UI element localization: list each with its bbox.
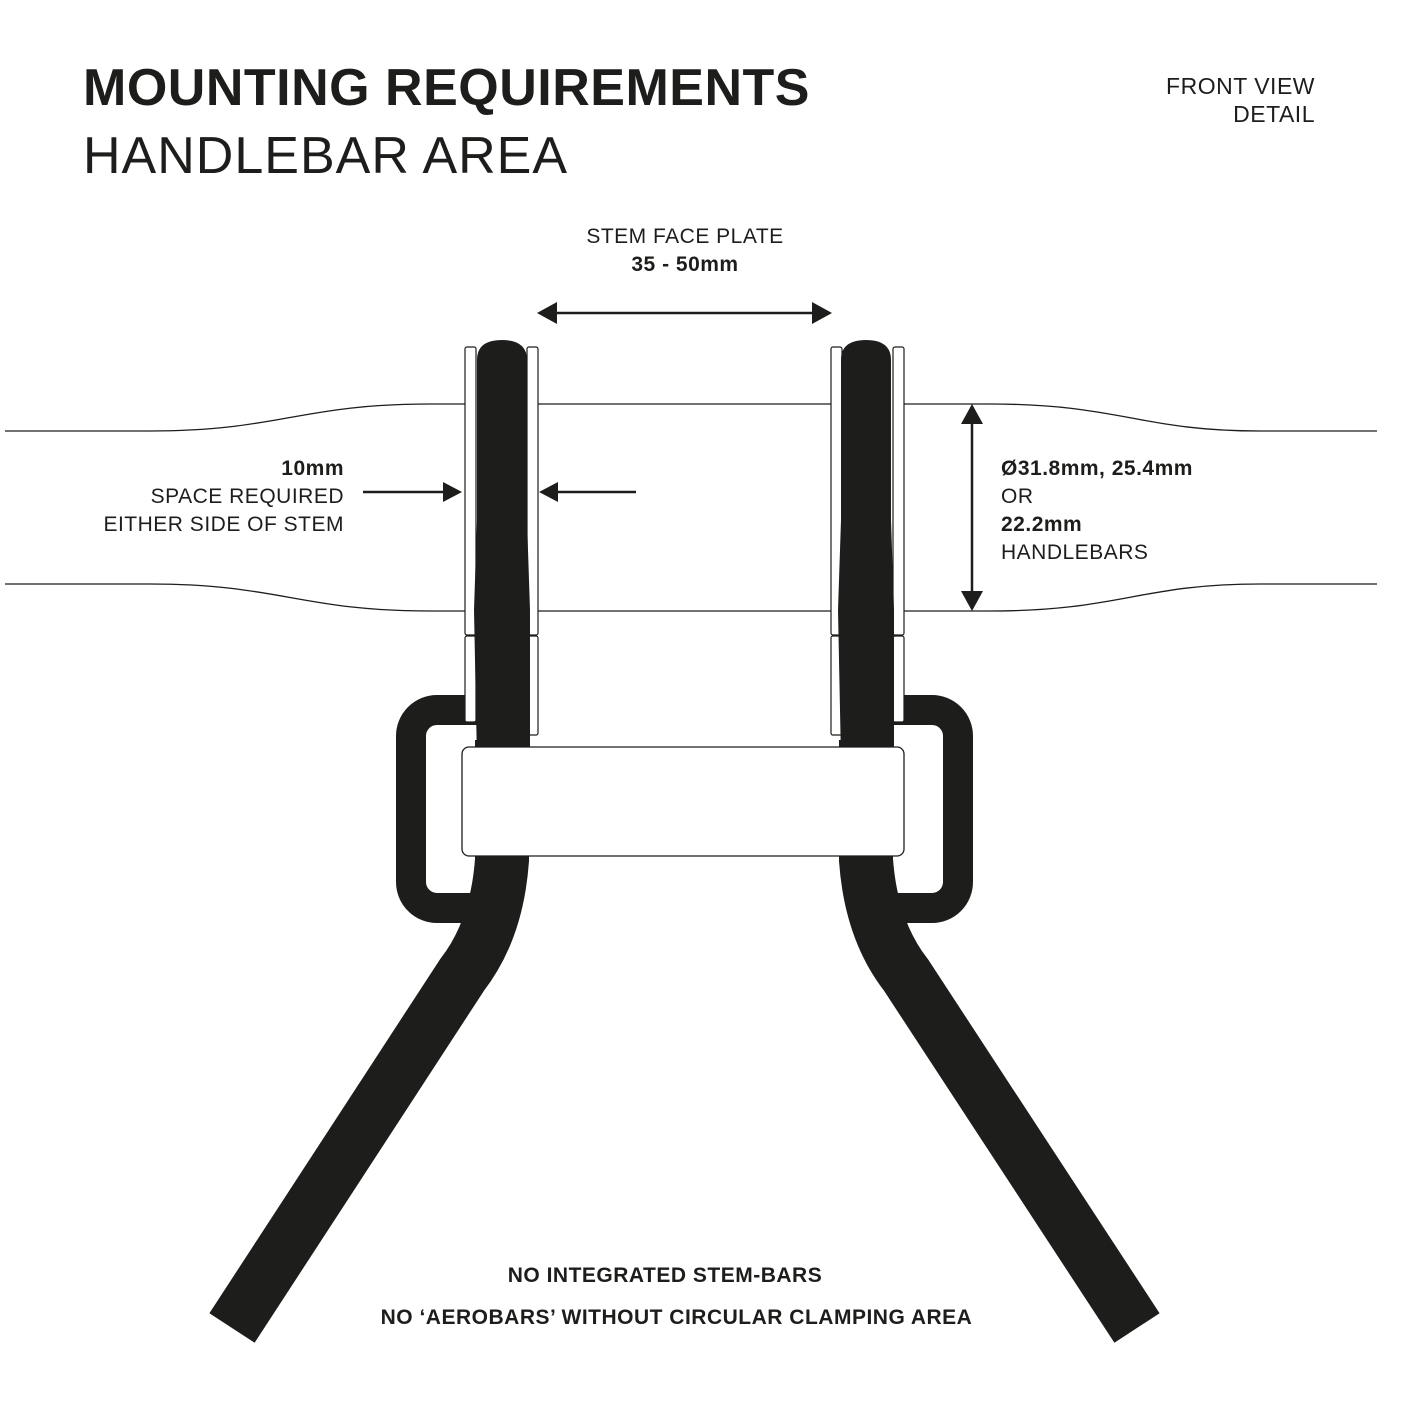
page-subtitle: HANDLEBAR AREA: [83, 127, 569, 185]
spacing-value: 10mm: [281, 457, 344, 480]
handlebar-top-edge: [5, 403, 1377, 432]
right-stem-arm: [839, 740, 1160, 1343]
right-stem: [838, 340, 894, 760]
right-outer-spacer: [892, 346, 905, 636]
face-plate-value: 35 - 50mm: [631, 253, 739, 276]
note-aerobars: NO ‘AEROBARS’ WITHOUT CIRCULAR CLAMPING …: [380, 1306, 973, 1329]
handlebar-size-line3: 22.2mm: [1001, 513, 1083, 536]
left-outer-spacer: [464, 346, 477, 636]
spacing-line2: EITHER SIDE OF STEM: [103, 513, 344, 536]
spacing-line1: SPACE REQUIRED: [150, 485, 344, 508]
view-label: FRONT VIEW DETAIL: [1166, 72, 1315, 128]
left-stem: [474, 340, 530, 760]
spacing-label: 10mm SPACE REQUIRED EITHER SIDE OF STEM: [103, 455, 344, 539]
handlebar-size-line2: OR: [1001, 485, 1034, 508]
handlebar-size-line4: HANDLEBARS: [1001, 541, 1149, 564]
handlebar-size-line1: Ø31.8mm, 25.4mm: [1001, 457, 1193, 480]
handlebar-bottom-edge: [5, 583, 1377, 612]
handlebar-size-label: Ø31.8mm, 25.4mm OR 22.2mm HANDLEBARS: [1001, 455, 1193, 567]
left-stem-arm: [209, 740, 529, 1343]
view-label-line1: FRONT VIEW: [1166, 73, 1315, 99]
page-title: MOUNTING REQUIREMENTS: [83, 59, 810, 117]
view-label-line2: DETAIL: [1233, 101, 1315, 127]
face-plate-label: STEM FACE PLATE: [586, 225, 784, 248]
stem-face-plate-label: STEM FACE PLATE 35 - 50mm: [540, 223, 830, 279]
note-integrated-stem-bars: NO INTEGRATED STEM-BARS: [507, 1264, 823, 1287]
stem-face-plate: [461, 746, 905, 857]
